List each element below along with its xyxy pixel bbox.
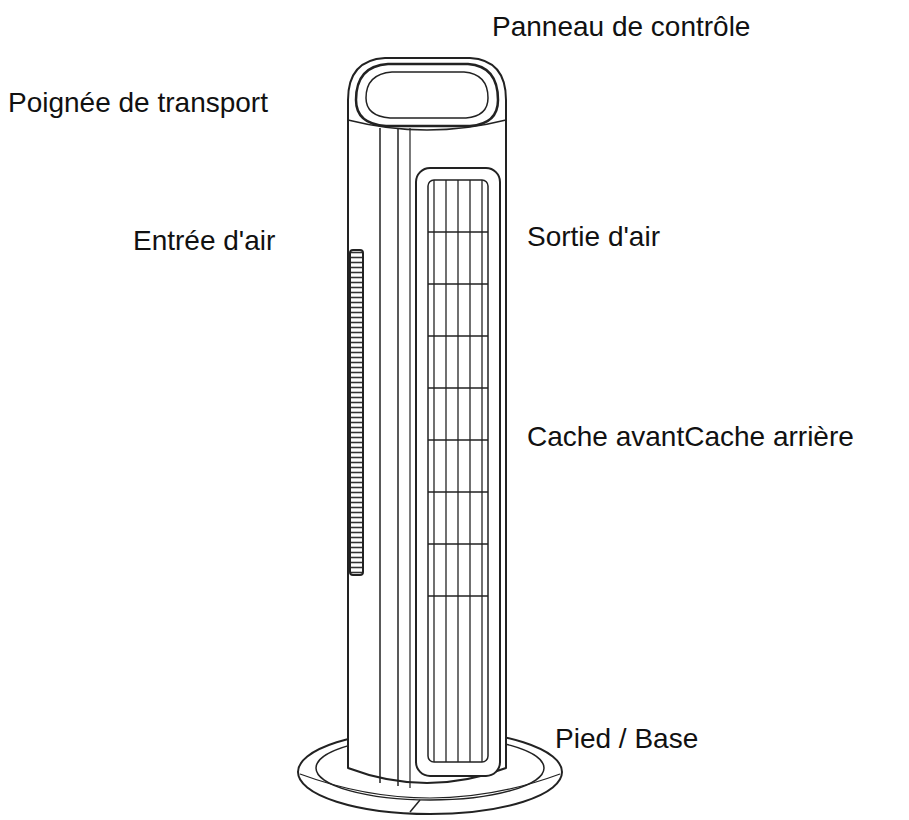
air-outlet-grille [416, 168, 500, 776]
part-label: Entrée d'air [133, 224, 275, 258]
part-label: Poignée de transport [8, 86, 268, 120]
part-label: Cache avantCache arrière [527, 420, 854, 454]
part-label: Panneau de contrôle [492, 10, 750, 44]
part-label: Sortie d'air [527, 220, 660, 254]
fan-body [348, 58, 506, 788]
part-label: Pied / Base [555, 722, 698, 756]
air-intake [350, 250, 363, 575]
control-panel [356, 64, 498, 126]
